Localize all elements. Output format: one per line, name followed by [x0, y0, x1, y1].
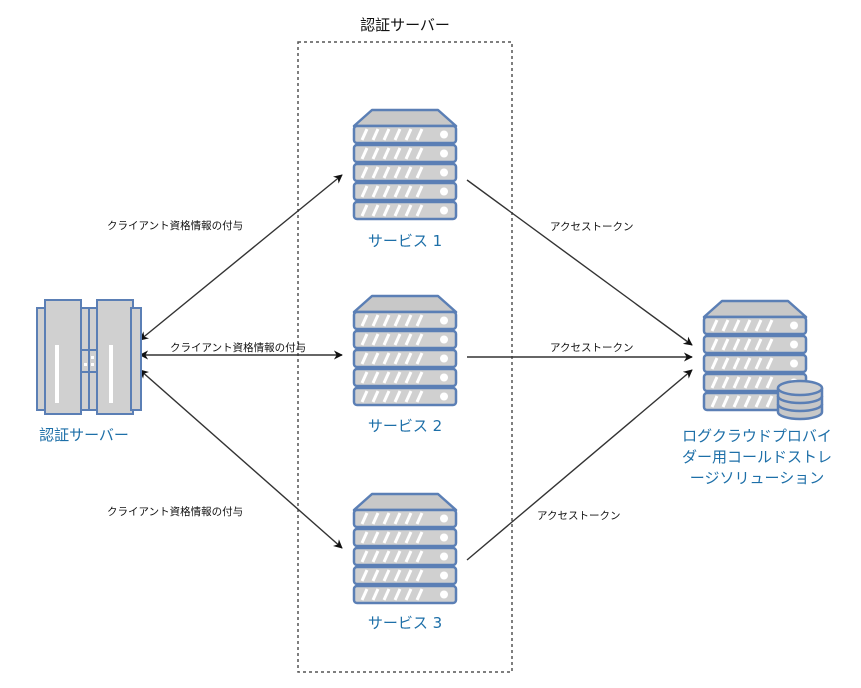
- group-title: 認証サーバー: [360, 16, 450, 34]
- rack-server-icon: [354, 110, 456, 219]
- service3-label: サービス 3: [368, 614, 442, 632]
- edge-label-auth-service3: クライアント資格情報の付与: [107, 505, 243, 518]
- edge-auth-service1: [139, 174, 343, 341]
- auth-server-label: 認証サーバー: [39, 426, 129, 444]
- edge-label-service2-storage: アクセストークン: [550, 342, 633, 354]
- edge-label-service1-storage: アクセストークン: [550, 221, 633, 233]
- storage-label-line2: ダー用コールドストレ: [682, 448, 832, 466]
- storage-label-line1: ログクラウドプロバイ: [682, 427, 832, 445]
- service2-label: サービス 2: [368, 417, 442, 435]
- service2-node: サービス 2: [354, 296, 456, 435]
- edge-label-auth-service1: クライアント資格情報の付与: [107, 219, 243, 232]
- edge-service3-storage: [466, 369, 693, 561]
- rack-server-icon: [354, 296, 456, 405]
- database-icon: [776, 379, 824, 421]
- service1-node: サービス 1: [354, 110, 456, 250]
- edge-auth-service3: [139, 369, 343, 549]
- edge-label-service3-storage: アクセストークン: [537, 510, 620, 522]
- storage-node: ログクラウドプロバイ ダー用コールドストレ ージソリューション: [682, 301, 832, 487]
- tower-server-icon: [36, 299, 142, 415]
- edge-service1-storage: [466, 179, 693, 346]
- storage-label-line3: ージソリューション: [690, 469, 824, 487]
- service1-label: サービス 1: [368, 232, 442, 250]
- edge-label-auth-service2: クライアント資格情報の付与: [170, 341, 306, 354]
- rack-server-icon: [354, 494, 456, 603]
- service3-node: サービス 3: [354, 494, 456, 632]
